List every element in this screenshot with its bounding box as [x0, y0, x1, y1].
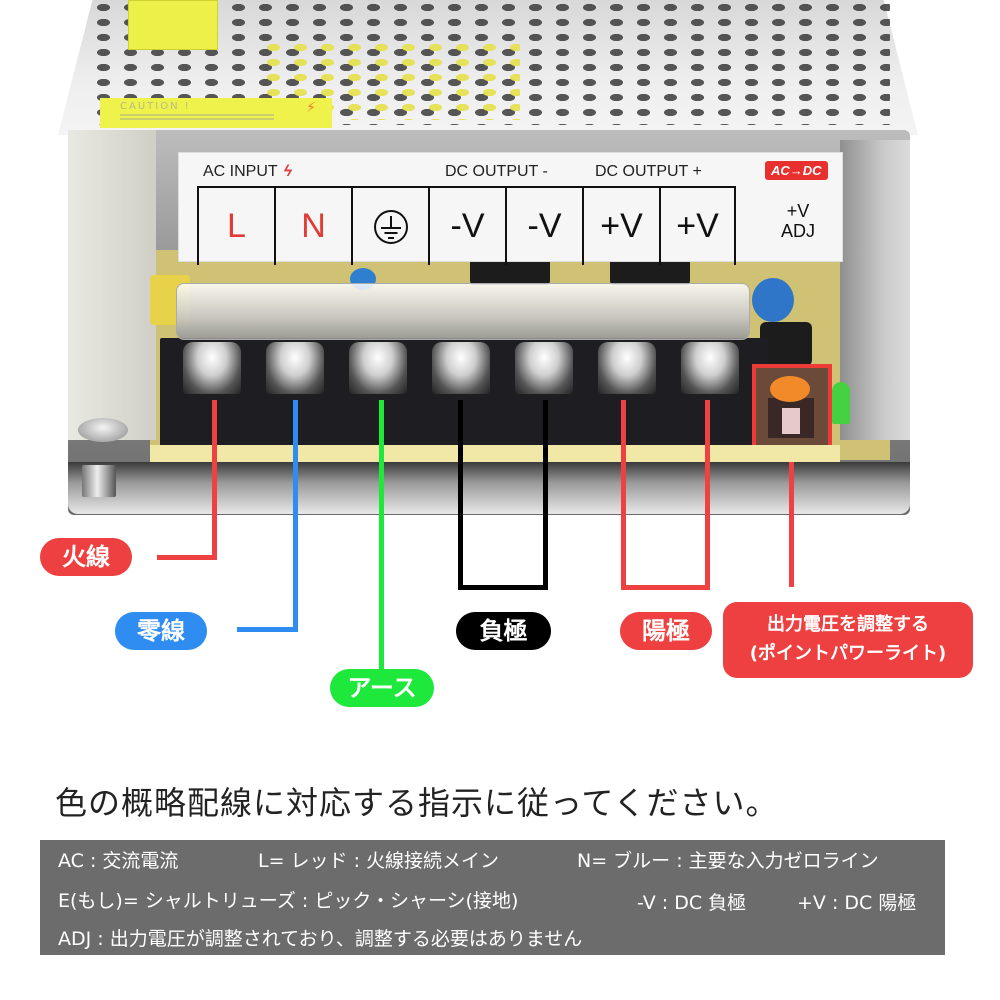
left-wall	[68, 130, 156, 440]
callout-line-positive	[621, 400, 626, 590]
callout-line-negative	[543, 400, 548, 590]
top-sticker	[128, 0, 218, 50]
lightning-icon: ⚡	[306, 100, 316, 116]
label-neutral: 零線	[115, 612, 207, 650]
callout-line-neutral	[237, 627, 298, 632]
adjust-label-line1: 出力電圧を調整する	[767, 614, 929, 635]
trimmer-knob	[770, 376, 810, 402]
caution-sticker: CAUTION ! ⚡	[100, 98, 332, 128]
label-live: 火線	[40, 538, 132, 576]
legend-box: AC : 交流電流 L= レッド : 火線接続メイン N= ブルー : 主要な入…	[40, 840, 945, 955]
legend-ac: AC : 交流電流	[58, 850, 179, 872]
label-earth: アース	[330, 669, 434, 707]
terminal-screw-l[interactable]	[183, 342, 241, 394]
capacitor-blue	[752, 278, 794, 322]
right-wall	[840, 140, 910, 440]
standoff	[82, 465, 116, 497]
terminal-screw-pos[interactable]	[681, 342, 739, 394]
callout-line-earth	[379, 400, 384, 670]
terminal-screw-neg[interactable]	[432, 342, 490, 394]
legend-pos: +V : DC 陽極	[797, 892, 917, 914]
mount-screw	[78, 418, 128, 442]
label-positive: 陽極	[620, 612, 712, 650]
terminal-screw-ground[interactable]	[349, 342, 407, 394]
terminal-label-pos: +V	[582, 188, 659, 265]
legend-neg: -V : DC 負極	[637, 892, 747, 914]
terminal-label-neg: -V	[428, 188, 505, 265]
dc-output-plus-heading: DC OUTPUT +	[595, 163, 702, 180]
power-led	[832, 382, 850, 424]
adj-label-top: +V	[786, 201, 810, 221]
voltage-adjust-trimmer[interactable]	[752, 364, 832, 460]
label-negative: 負極	[456, 612, 551, 650]
callout-line-neutral	[293, 400, 298, 632]
trimmer-pad	[782, 408, 800, 434]
callout-line-negative	[458, 585, 548, 590]
ac-dc-badge: AC→DC	[765, 161, 828, 180]
terminal-label-n: N	[274, 188, 351, 265]
callout-line-negative	[458, 400, 463, 590]
terminal-label-ground	[351, 188, 428, 265]
inductor	[760, 322, 812, 366]
terminal-cover	[176, 283, 750, 340]
legend-n: N= ブルー : 主要な入力ゼロライン	[577, 850, 879, 872]
terminal-screw-pos[interactable]	[598, 342, 656, 394]
adj-label: +V ADJ	[763, 201, 833, 241]
adj-label-bottom: ADJ	[780, 221, 815, 241]
callout-line-adjust	[789, 462, 794, 587]
base-plate	[68, 462, 910, 514]
terminal-screw-n[interactable]	[266, 342, 324, 394]
caution-fine-print	[120, 114, 274, 116]
caution-title: CAUTION !	[120, 101, 191, 112]
callout-line-positive	[705, 400, 710, 590]
caution-fine-print	[120, 118, 274, 120]
pcb-edge	[150, 445, 840, 465]
lightning-icon: ϟ	[283, 163, 293, 180]
terminal-screw-neg[interactable]	[515, 342, 573, 394]
label-adjust-voltage: 出力電圧を調整する (ポイントパワーライト)	[723, 602, 973, 678]
callout-line-live	[212, 400, 217, 560]
callout-line-live	[157, 555, 217, 560]
terminal-cells: L N -V -V +V +V	[197, 186, 736, 265]
instruction-heading: 色の概略配線に対応する指示に従ってください。	[55, 784, 779, 822]
legend-e: E(もし)= シャルトリューズ : ピック・シャーシ(接地)	[58, 890, 519, 912]
terminal-label-neg: -V	[505, 188, 582, 265]
legend-l: L= レッド : 火線接続メイン	[258, 850, 500, 872]
terminal-label-pos: +V	[659, 188, 736, 265]
ground-icon	[373, 209, 408, 244]
dc-output-minus-heading: DC OUTPUT -	[445, 163, 548, 180]
legend-adj: ADJ : 出力電圧が調整されており、調整する必要はありません	[58, 928, 583, 950]
callout-line-positive	[621, 585, 710, 590]
terminal-label-l: L	[197, 188, 274, 265]
adjust-label-line2: (ポイントパワーライト)	[749, 643, 947, 664]
